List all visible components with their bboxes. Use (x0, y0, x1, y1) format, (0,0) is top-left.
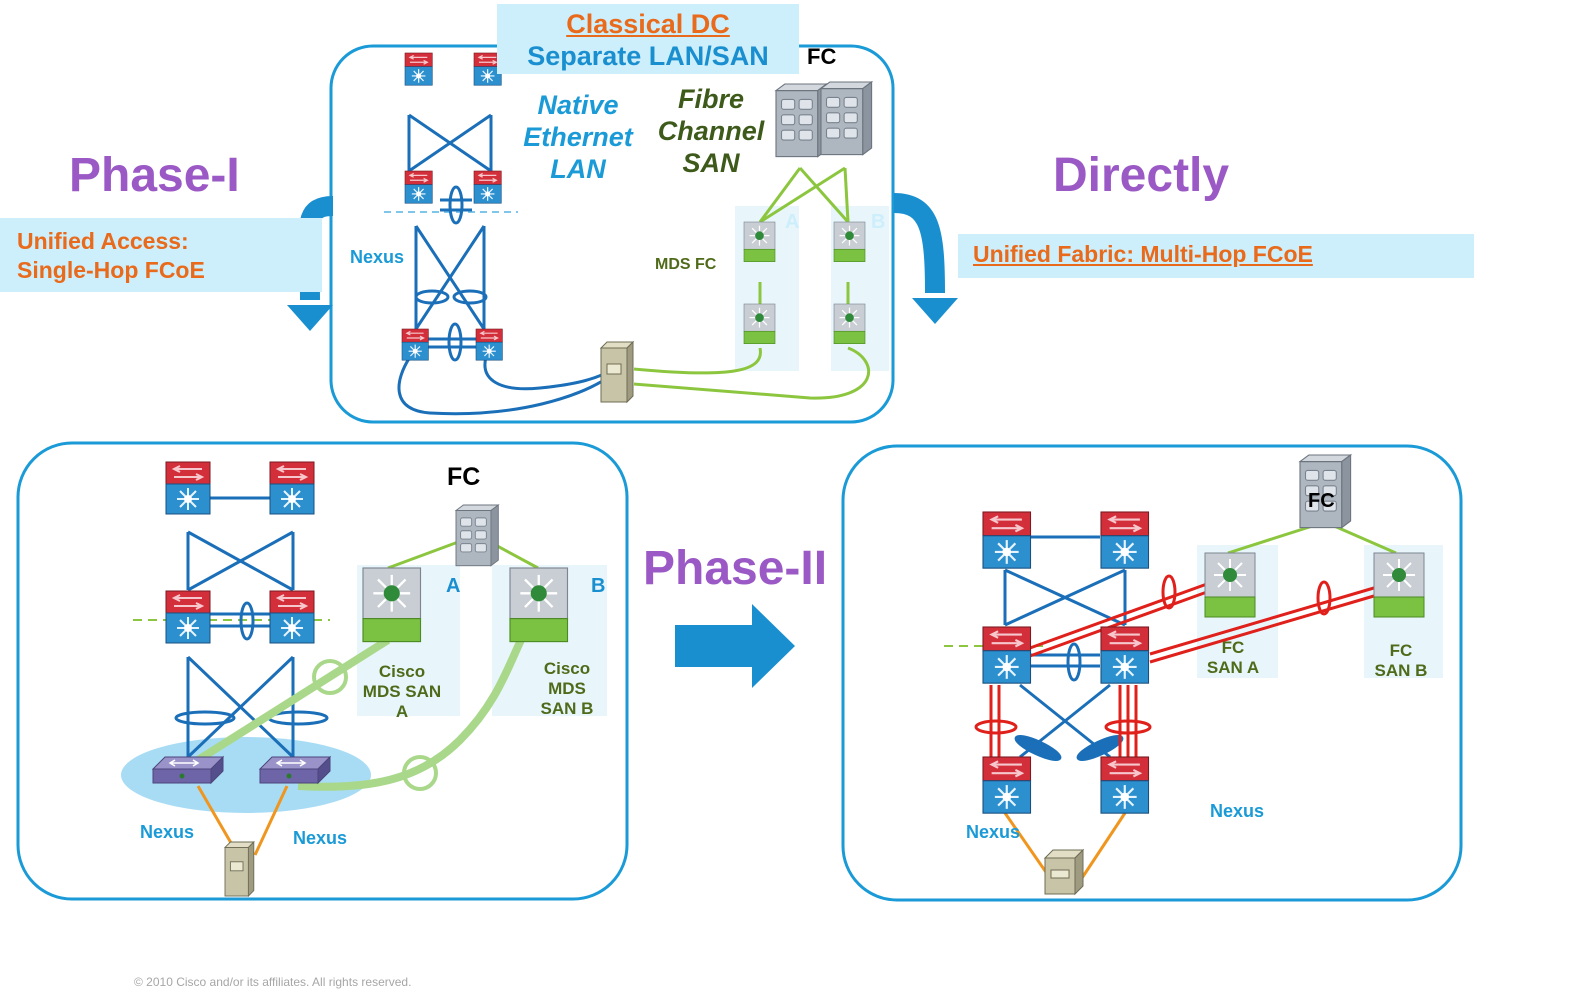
fc-links (633, 166, 871, 400)
fcoe-links (195, 630, 529, 791)
right-fc-label: FC (1308, 490, 1335, 512)
phase1-subtitle-line: Unified Access: (17, 228, 189, 254)
top-fc-label: FC (807, 44, 837, 69)
mds-fc-switch (833, 303, 866, 345)
fc-san-a-line: FC (1221, 638, 1245, 657)
lan-label-line: LAN (550, 154, 606, 184)
directly-subtitle-band (958, 234, 1474, 278)
ethernet-links (397, 113, 605, 416)
phase2-title: Phase-II (643, 542, 828, 595)
left-fabric-b-label: B (591, 575, 606, 597)
nexus-core-switch (404, 52, 433, 86)
fibre-channel-san-label: Fibre Channel SAN (652, 83, 770, 179)
left-fabric-a-label: A (446, 575, 461, 597)
nexus-core-switch (269, 461, 315, 515)
fc-san-b-line: FC (1389, 641, 1413, 660)
native-ethernet-lan-label: Native Ethernet LAN (518, 89, 638, 185)
top-nexus-label: Nexus (350, 247, 405, 267)
fc-san-a-label: FC SAN A (1203, 638, 1263, 678)
title-line-1: Classical DC (566, 9, 730, 39)
left-fc-label: FC (447, 463, 481, 491)
nexus-access-switch (401, 328, 429, 361)
classical-dc-panel (329, 44, 895, 424)
ethernet-links (1003, 535, 1127, 762)
san-b-label-line: MDS (548, 679, 586, 698)
title-line-2: Separate LAN/SAN (527, 41, 769, 71)
server-icon (600, 341, 634, 403)
server-icon (224, 841, 255, 897)
san-a-label-line: Cisco (378, 662, 426, 681)
directly-arrow (893, 193, 958, 324)
phase1-subtitle: Unified Access: Single-Hop FCoE (17, 227, 205, 285)
fc-storage-array (820, 81, 873, 156)
vfc-rings (312, 659, 438, 791)
lan-label-line: Native (537, 90, 619, 120)
cisco-mds-san-a-label: Cisco MDS SAN A (357, 662, 447, 722)
fc-san-b-label: FC SAN B (1371, 641, 1431, 681)
nexus-core-switch (1099, 510, 1150, 570)
san-b-label-line: Cisco (543, 659, 591, 678)
nexus-access-switch (475, 328, 503, 361)
right-nexus-label-2: Nexus (1210, 801, 1265, 821)
fc-san-b-line: SAN B (1374, 661, 1428, 680)
lan-label-line: Ethernet (523, 122, 633, 152)
san-a-label-line: A (395, 702, 409, 721)
nexus-agg-switch (473, 170, 502, 204)
server-links (1003, 812, 1127, 879)
san-a-label-line: MDS SAN (362, 682, 442, 701)
cisco-mds-san-b-label: Cisco MDS SAN B (522, 659, 612, 719)
top-fabric-b-label: B (871, 211, 886, 233)
fc-storage-array (455, 504, 499, 567)
left-nexus-label-1: Nexus (140, 822, 195, 842)
phase1-subtitle-line: Single-Hop FCoE (17, 257, 205, 283)
copyright-notice: © 2010 Cisco and/or its affiliates. All … (134, 975, 412, 989)
phase1-title: Phase-I (69, 149, 240, 202)
nexus-agg-switch (981, 625, 1032, 685)
mds-switch-a (1204, 552, 1256, 618)
right-nexus-label-1: Nexus (966, 822, 1021, 842)
fc-san-a-line: SAN A (1206, 658, 1260, 677)
ethernet-links (174, 496, 329, 759)
phase2-panel (841, 444, 1463, 902)
phase2-arrow (675, 604, 795, 688)
mds-fc-switch (743, 303, 776, 345)
mds-switch-b (1373, 552, 1425, 618)
nexus-access-switch (981, 755, 1032, 815)
nexus-agg-switch (1099, 625, 1150, 685)
nexus-core-switch (981, 510, 1032, 570)
mds-fc-label: MDS FC (655, 256, 717, 273)
fex-highlight (121, 737, 371, 813)
server-icon (1044, 849, 1084, 895)
mds-switch-a (361, 566, 422, 643)
classical-dc-title: Classical DC Separate LAN/SAN (497, 4, 799, 74)
san-label-line: SAN (682, 148, 740, 178)
left-nexus-label-2: Nexus (293, 828, 348, 848)
directly-title: Directly (1053, 149, 1230, 202)
directly-subtitle: Unified Fabric: Multi-Hop FCoE (973, 241, 1313, 267)
san-label-line: Fibre (677, 84, 744, 114)
nexus-fex-switch (152, 756, 224, 784)
nexus-access-switch (1099, 755, 1150, 815)
mds-switch-b (508, 566, 569, 643)
nexus-agg-switch (165, 590, 211, 644)
mds-fc-switch (833, 221, 866, 263)
mds-fc-switch (743, 221, 776, 263)
fc-storage-array (775, 83, 828, 158)
nexus-agg-switch (404, 170, 433, 204)
nexus-core-switch (165, 461, 211, 515)
san-b-label-line: SAN B (540, 699, 594, 718)
phase1-panel (16, 441, 629, 901)
nexus-agg-switch (269, 590, 315, 644)
phase1-subtitle-band (0, 218, 322, 292)
top-fabric-a-label: A (785, 211, 800, 233)
nexus-fex-switch (259, 756, 331, 784)
port-channel-rings (414, 185, 488, 362)
fcoe-links (974, 574, 1385, 757)
san-label-line: Channel (657, 116, 765, 146)
